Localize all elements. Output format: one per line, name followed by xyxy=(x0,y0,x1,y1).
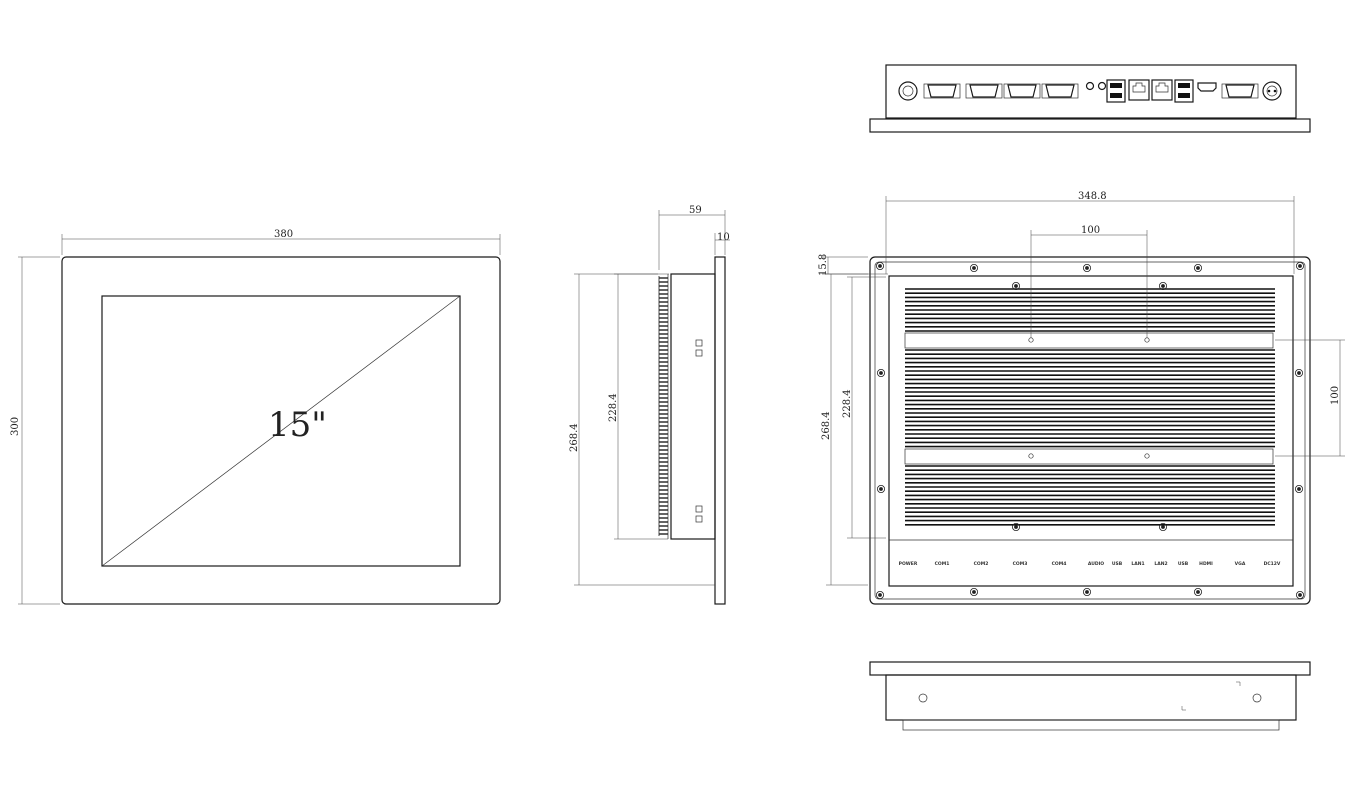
bottom-hole-icon xyxy=(1252,693,1262,703)
rear-port-labels: POWER COM1 COM2 COM3 COM4 AUDIO USB LAN1 LAN2 USB… xyxy=(899,561,1281,567)
rear-body xyxy=(888,275,1294,587)
side-bezel-dimension: 10 xyxy=(714,232,730,255)
vesa-horizontal-label: 100 xyxy=(1081,225,1100,236)
front-height-dimension: 300 xyxy=(10,256,60,605)
front-view: 15" 380 300 xyxy=(10,229,501,605)
com2-connector-icon xyxy=(965,83,1003,99)
side-view: 59 10 268.4 228.4 xyxy=(569,205,730,605)
lower-mounting-strip xyxy=(904,448,1274,465)
screw-icon xyxy=(877,368,886,377)
rear-outer-height-dimension: 268.4 xyxy=(821,273,868,586)
vesa-hole-icon xyxy=(1144,337,1150,343)
com1-connector-icon xyxy=(923,83,961,99)
rear-width-dimension: 348.8 xyxy=(885,191,1295,274)
front-height-label: 300 xyxy=(10,417,21,436)
rear-inner-height-dimension: 228.4 xyxy=(842,276,886,539)
bottom-bezel xyxy=(869,661,1311,676)
side-body xyxy=(670,273,716,540)
rear-offset-label: 15.8 xyxy=(818,254,829,276)
port-label-dc12v: DC12V xyxy=(1264,561,1281,567)
screw-icon xyxy=(1194,588,1203,597)
screw-icon xyxy=(877,484,886,493)
front-width-label: 380 xyxy=(274,229,293,240)
vesa-hole-icon xyxy=(1144,453,1150,459)
port-label-lan2: LAN2 xyxy=(1154,561,1167,567)
screw-icon xyxy=(876,261,885,270)
port-label-usb: USB xyxy=(1178,561,1189,567)
port-label-com3: COM3 xyxy=(1013,561,1028,567)
vesa-vertical-dimension: 100 xyxy=(1275,339,1345,457)
vesa-horizontal-dimension: 100 xyxy=(1030,225,1148,338)
port-label-com1: COM1 xyxy=(935,561,950,567)
screw-icon xyxy=(1012,281,1021,290)
port-label-audio: AUDIO xyxy=(1088,561,1104,567)
port-label-vga: VGA xyxy=(1235,561,1246,567)
power-button-icon xyxy=(898,81,918,101)
screw-icon xyxy=(970,263,979,272)
side-depth-label: 59 xyxy=(689,205,702,216)
side-fins xyxy=(658,276,668,536)
side-bezel-label: 10 xyxy=(717,232,730,243)
lan1-port-icon xyxy=(1128,79,1150,101)
lan2-port-icon xyxy=(1151,79,1173,101)
screw-icon xyxy=(876,591,885,600)
hdmi-port-icon xyxy=(1197,82,1217,92)
top-body xyxy=(885,64,1297,119)
port-label-usb: USB xyxy=(1112,561,1123,567)
side-outer-height-label: 268.4 xyxy=(569,423,580,452)
rear-screws xyxy=(876,261,1305,600)
vesa-hole-icon xyxy=(1028,337,1034,343)
rear-heatsink-fins xyxy=(905,288,1275,526)
screen-diagonal xyxy=(101,295,461,567)
side-outer-height-dimension: 268.4 xyxy=(569,273,715,586)
port-label-lan1: LAN1 xyxy=(1131,561,1144,567)
screw-icon xyxy=(1159,281,1168,290)
side-depth-dimension: 59 xyxy=(658,205,726,270)
usb-port-icon xyxy=(1174,79,1194,103)
vga-connector-icon xyxy=(1221,83,1259,99)
bottom-body xyxy=(885,674,1297,721)
audio-jack-icon xyxy=(1085,81,1107,91)
rear-inner-height-label: 228.4 xyxy=(842,389,853,418)
side-inner-height-dimension: 228.4 xyxy=(608,273,668,540)
screen-size-label: 15" xyxy=(268,405,327,445)
screw-icon xyxy=(1296,261,1305,270)
screw-icon xyxy=(1295,368,1304,377)
rear-view: POWER COM1 COM2 COM3 COM4 AUDIO USB LAN1 LAN2 USB… xyxy=(818,191,1345,605)
screw-icon xyxy=(1296,591,1305,600)
com4-connector-icon xyxy=(1041,83,1079,99)
top-bezel xyxy=(869,118,1311,133)
screw-icon xyxy=(1083,588,1092,597)
com3-connector-icon xyxy=(1003,83,1041,99)
screw-icon xyxy=(1012,523,1021,532)
front-bezel xyxy=(61,256,501,605)
rear-outer-height-label: 268.4 xyxy=(821,411,832,440)
screw-icon xyxy=(1194,263,1203,272)
port-label-com4: COM4 xyxy=(1052,561,1067,567)
screw-icon xyxy=(1295,484,1304,493)
screw-icon xyxy=(1159,523,1168,532)
side-bezel xyxy=(714,256,726,605)
dc-power-jack-icon xyxy=(1262,81,1282,101)
screw-icon xyxy=(970,588,979,597)
rear-bezel xyxy=(869,256,1311,605)
usb-port-icon xyxy=(1106,79,1126,103)
rear-width-label: 348.8 xyxy=(1078,191,1107,202)
vesa-vertical-label: 100 xyxy=(1330,386,1341,405)
port-label-com2: COM2 xyxy=(974,561,989,567)
bottom-hole-icon xyxy=(918,693,928,703)
port-label-hdmi: HDMI xyxy=(1199,561,1213,567)
port-label-power: POWER xyxy=(899,561,918,567)
vesa-hole-icon xyxy=(1028,453,1034,459)
front-screen xyxy=(101,295,461,567)
bottom-view xyxy=(869,661,1311,731)
front-width-dimension: 380 xyxy=(61,229,501,255)
upper-mounting-strip xyxy=(904,332,1274,349)
screw-icon xyxy=(1083,263,1092,272)
top-io-view xyxy=(869,64,1311,133)
side-inner-height-label: 228.4 xyxy=(608,393,619,422)
